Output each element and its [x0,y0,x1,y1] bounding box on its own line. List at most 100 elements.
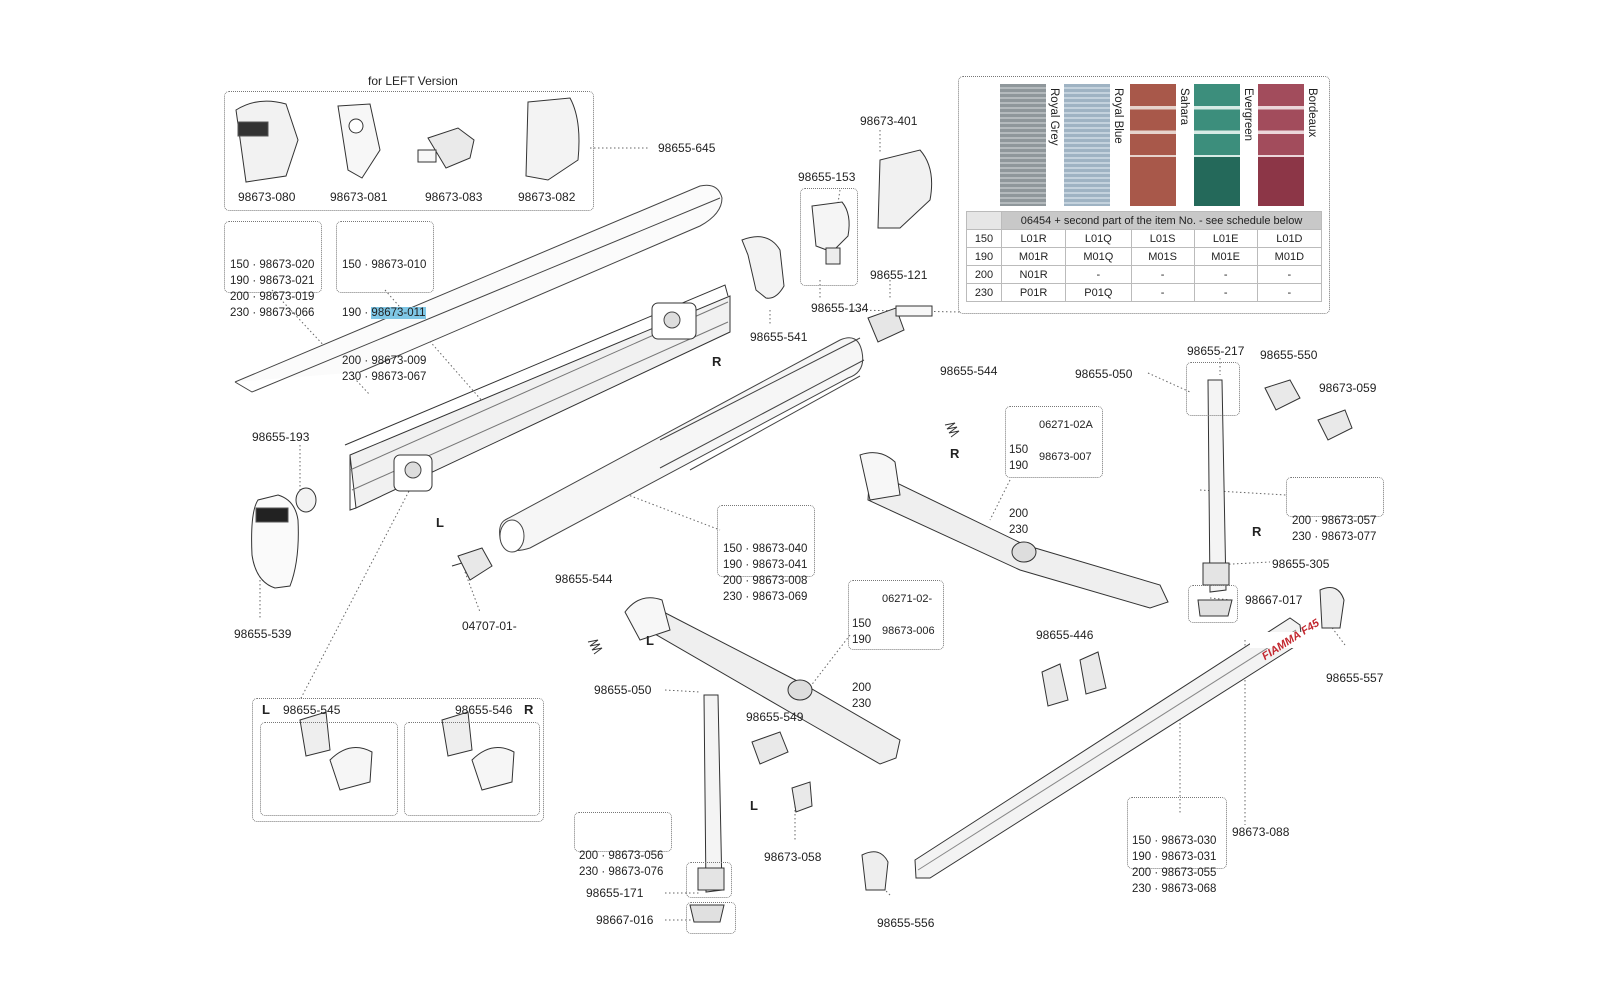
top-cover-code-box [224,221,322,293]
schedule-row: 230 P01R P01Q - - - [966,283,1323,302]
part-label-98655-171[interactable]: 98655-171 [586,886,644,900]
fabric-schedule-table: 06454 + second part of the item No. - se… [966,211,1323,302]
part-label-98673-083[interactable]: 98673-083 [425,190,483,204]
part-label-98655-050-left[interactable]: 98655-050 [594,683,652,697]
part-label-98655-446[interactable]: 98655-446 [1036,628,1094,642]
part-label-98655-305[interactable]: 98655-305 [1272,557,1330,571]
part-label-98655-050-right[interactable]: 98655-050 [1075,367,1133,381]
schedule-corner [966,211,1002,230]
swatch-royal-grey[interactable] [1000,84,1046,206]
right-arm-code-b[interactable]: 98673-007 [1039,451,1092,463]
schedule-code: L01R [1000,229,1067,248]
part-label-98667-016[interactable]: 98667-016 [596,913,654,927]
left-arm-code-box [848,580,944,650]
part-label-98673-088[interactable]: 98673-088 [1232,825,1290,839]
left-leg-code-box [574,812,672,852]
schedule-row: 190 M01R M01Q M01S M01E M01D [966,247,1323,266]
part-98667-017-box [1188,585,1238,623]
side-letter-right: R [712,354,722,369]
side-letter-left: L [262,702,270,717]
schedule-code: N01R [1000,265,1067,284]
schedule-size: 190 [966,247,1002,266]
bracket-right-box [404,722,540,816]
part-label-98673-401[interactable]: 98673-401 [860,114,918,128]
side-letter-right: R [524,702,534,717]
left-version-title: for LEFT Version [368,74,458,88]
schedule-code: - [1193,265,1258,284]
swatch-label-bordeaux: Bordeaux [1306,88,1318,138]
side-letter-left: L [750,798,758,813]
swatch-evergreen[interactable] [1194,84,1240,206]
highlighted-part-number[interactable]: 98673-011 [371,307,426,319]
right-leg-code-box [1286,477,1384,517]
swatch-sahara[interactable] [1130,84,1176,206]
left-arm-code-a[interactable]: 06271-02- [882,593,933,605]
part-label-98655-549[interactable]: 98655-549 [746,710,804,724]
bracket-set-box [252,698,544,822]
part-label-98655-217[interactable]: 98655-217 [1187,344,1245,358]
right-arm-code-a[interactable]: 06271-02A [1039,419,1093,431]
side-letter-left: L [436,515,444,530]
top-profile-code-box [336,221,434,293]
left-version-box [224,91,594,211]
top-profile-codes: 150 · 98673-010 190 · 98673-011 200 · 98… [342,259,427,383]
swatch-label-royal-grey: Royal Grey [1048,88,1060,146]
swatch-bordeaux[interactable] [1258,84,1304,206]
part-label-98655-121[interactable]: 98655-121 [870,268,928,282]
schedule-code: P01R [1000,283,1067,302]
part-label-98667-017[interactable]: 98667-017 [1245,593,1303,607]
left-arm-code-b[interactable]: 98673-006 [882,625,935,637]
schedule-code: M01R [1000,247,1067,266]
schedule-header: 06454 + second part of the item No. - se… [1001,211,1322,230]
schedule-code: - [1130,265,1195,284]
part-label-98655-645[interactable]: 98655-645 [658,141,716,155]
part-98655-171-box [686,862,732,898]
part-label-98655-545[interactable]: 98655-545 [283,703,341,717]
schedule-code: M01E [1193,247,1258,266]
part-label-98655-557[interactable]: 98655-557 [1326,671,1384,685]
part-label-98655-550[interactable]: 98655-550 [1260,348,1318,362]
part-label-98673-080[interactable]: 98673-080 [238,190,296,204]
part-label-98655-153[interactable]: 98655-153 [798,170,856,184]
fabric-panel [958,76,1330,314]
part-label-98655-541[interactable]: 98655-541 [750,330,808,344]
swatch-label-sahara: Sahara [1178,88,1190,126]
part-label-98673-058[interactable]: 98673-058 [764,850,822,864]
part-label-98655-193[interactable]: 98655-193 [252,430,310,444]
schedule-size: 230 [966,283,1002,302]
swatch-royal-blue[interactable] [1064,84,1110,206]
part-label-98655-544-left[interactable]: 98655-544 [555,572,613,586]
part-label-98655-539[interactable]: 98655-539 [234,627,292,641]
bracket-left-box [260,722,398,816]
part-label-98655-556[interactable]: 98655-556 [877,916,935,930]
part-label-98655-546[interactable]: 98655-546 [455,703,513,717]
schedule-code: - [1065,265,1132,284]
schedule-code: - [1130,283,1195,302]
part-label-98673-082[interactable]: 98673-082 [518,190,576,204]
right-arm-code-box [1005,406,1103,478]
schedule-code: L01E [1193,229,1258,248]
part-label-04707-01[interactable]: 04707-01- [462,619,517,633]
schedule-size: 150 [966,229,1002,248]
part-label-98655-134[interactable]: 98655-134 [811,301,869,315]
front-bar-code-box [1127,797,1227,869]
schedule-row: 150 L01R L01Q L01S L01E L01D [966,229,1323,248]
schedule-row: 200 N01R - - - - [966,265,1323,284]
swatch-label-evergreen: Evergreen [1242,88,1254,142]
part-label-98673-059[interactable]: 98673-059 [1319,381,1377,395]
schedule-code: L01D [1256,229,1323,248]
schedule-code: M01D [1256,247,1323,266]
part-label-98655-544-right[interactable]: 98655-544 [940,364,998,378]
schedule-code: L01S [1130,229,1195,248]
part-label-98673-081[interactable]: 98673-081 [330,190,388,204]
schedule-code: L01Q [1065,229,1132,248]
side-letter-left: L [646,633,654,648]
